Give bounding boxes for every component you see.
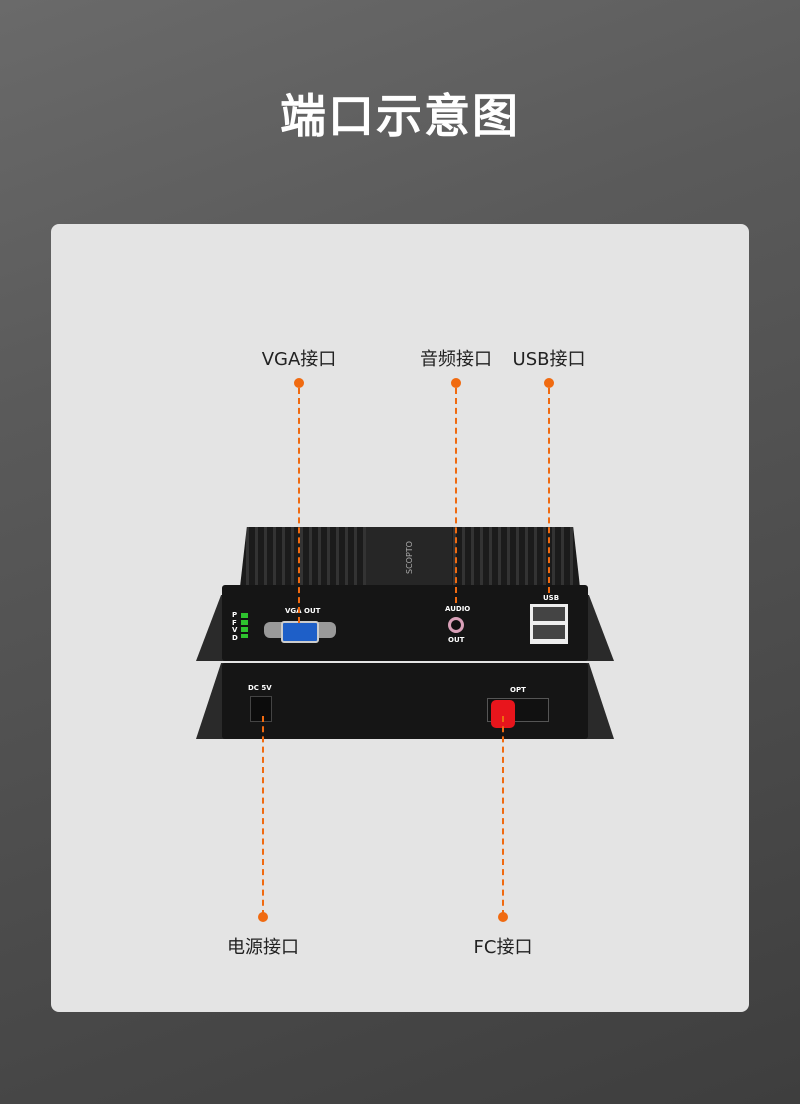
callout-line (548, 388, 550, 593)
callout-dot (544, 378, 554, 388)
led-indicators (241, 613, 248, 638)
callout-line (502, 716, 504, 916)
callout-power: 电源接口 (227, 937, 299, 958)
usb-ports (530, 604, 568, 644)
callout-audio: 音频接口 (420, 349, 492, 370)
callout-fc: FC接口 (473, 937, 533, 958)
callout-usb: USB接口 (512, 349, 586, 370)
brand-logo: SCOPTO (366, 527, 452, 587)
callout-line (262, 716, 264, 916)
callout-dot (258, 912, 268, 922)
audio-jack (448, 617, 464, 633)
callout-dot (498, 912, 508, 922)
out-label: OUT (448, 636, 465, 644)
vga-out-label: VGA OUT (285, 607, 321, 615)
usb-label: USB (543, 594, 560, 602)
opt-label: OPT (510, 686, 526, 694)
vga-connector (281, 621, 319, 643)
callout-dot (294, 378, 304, 388)
callout-dot (451, 378, 461, 388)
page-title: 端口示意图 (280, 89, 520, 143)
callout-line (455, 388, 457, 603)
callout-line (298, 388, 300, 623)
dc-label: DC 5V (248, 684, 272, 692)
callout-vga: VGA接口 (261, 349, 337, 370)
dc-jack (250, 696, 272, 722)
audio-label: AUDIO (445, 605, 471, 613)
